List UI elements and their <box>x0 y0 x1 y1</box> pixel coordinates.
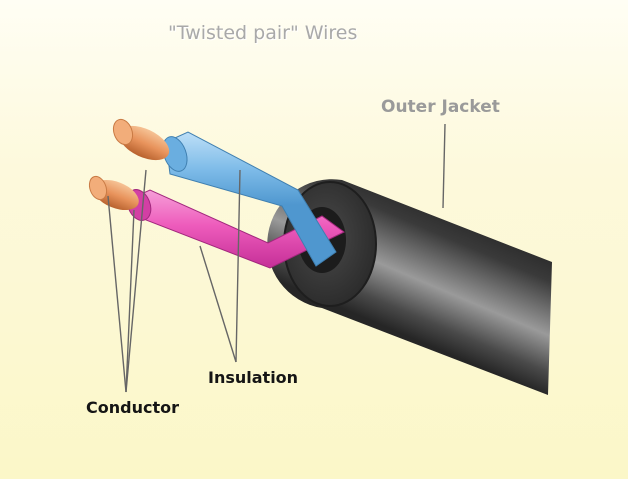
conductor-leader-2 <box>125 169 147 393</box>
outer-jacket-leader <box>442 123 446 209</box>
insulation-leader-blue <box>235 169 241 363</box>
conductor-leader-3 <box>125 209 135 393</box>
conductor-label: Conductor <box>86 398 179 417</box>
pink-insulation <box>127 189 345 269</box>
pink-wire <box>88 175 345 269</box>
insulation-label: Insulation <box>208 368 299 387</box>
blue-wire <box>112 118 337 267</box>
leader-lines <box>107 123 446 393</box>
pink-conductor-tip <box>88 175 108 201</box>
blue-conductor-tip <box>112 118 134 146</box>
blue-insulation <box>165 131 337 267</box>
diagram-title: "Twisted pair" Wires <box>168 22 358 44</box>
conductor-leader-1 <box>107 195 127 393</box>
insulation-leader-pink <box>199 245 237 363</box>
outer-jacket-label: Outer Jacket <box>381 97 500 117</box>
